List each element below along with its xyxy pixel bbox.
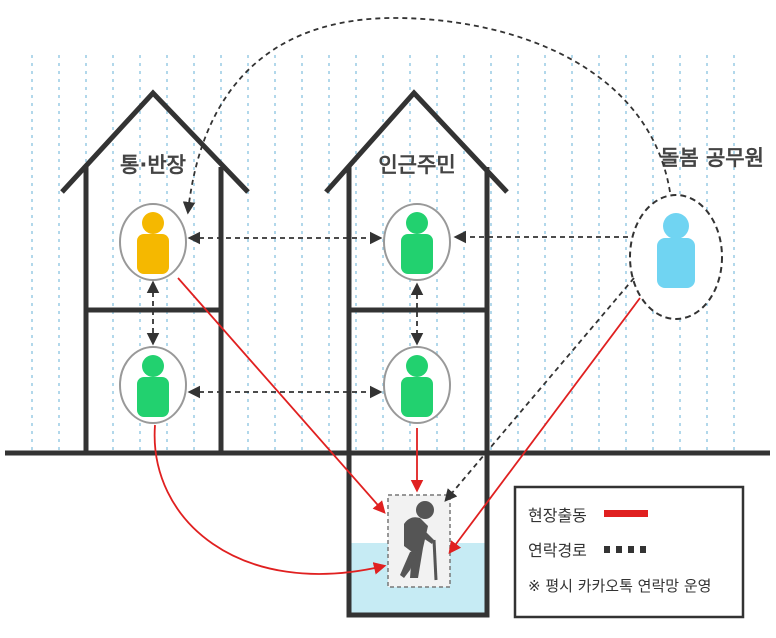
- contact-routes: [146, 17, 671, 502]
- legend-note: ※ 평시 카카오톡 연락망 운영: [528, 577, 711, 595]
- legend-contact-label: 연락경로: [528, 541, 587, 560]
- house-left-label: 통·반장: [120, 153, 186, 177]
- elder-icon: [400, 501, 438, 581]
- officer-label: 돌봄 공무원: [660, 146, 764, 170]
- legend-field-swatch: [604, 510, 648, 517]
- house-middle-label: 인근주민: [378, 153, 455, 177]
- officer-icon: [657, 213, 695, 288]
- basement-walls: [346, 453, 490, 618]
- legend-contact-swatch: [604, 546, 646, 553]
- field-dispatch-routes: [153, 277, 641, 575]
- legend: 현장출동 연락경로 ※ 평시 카카오톡 연락망 운영: [513, 485, 745, 619]
- house-left: [60, 89, 250, 453]
- legend-field-label: 현장출동: [528, 506, 587, 525]
